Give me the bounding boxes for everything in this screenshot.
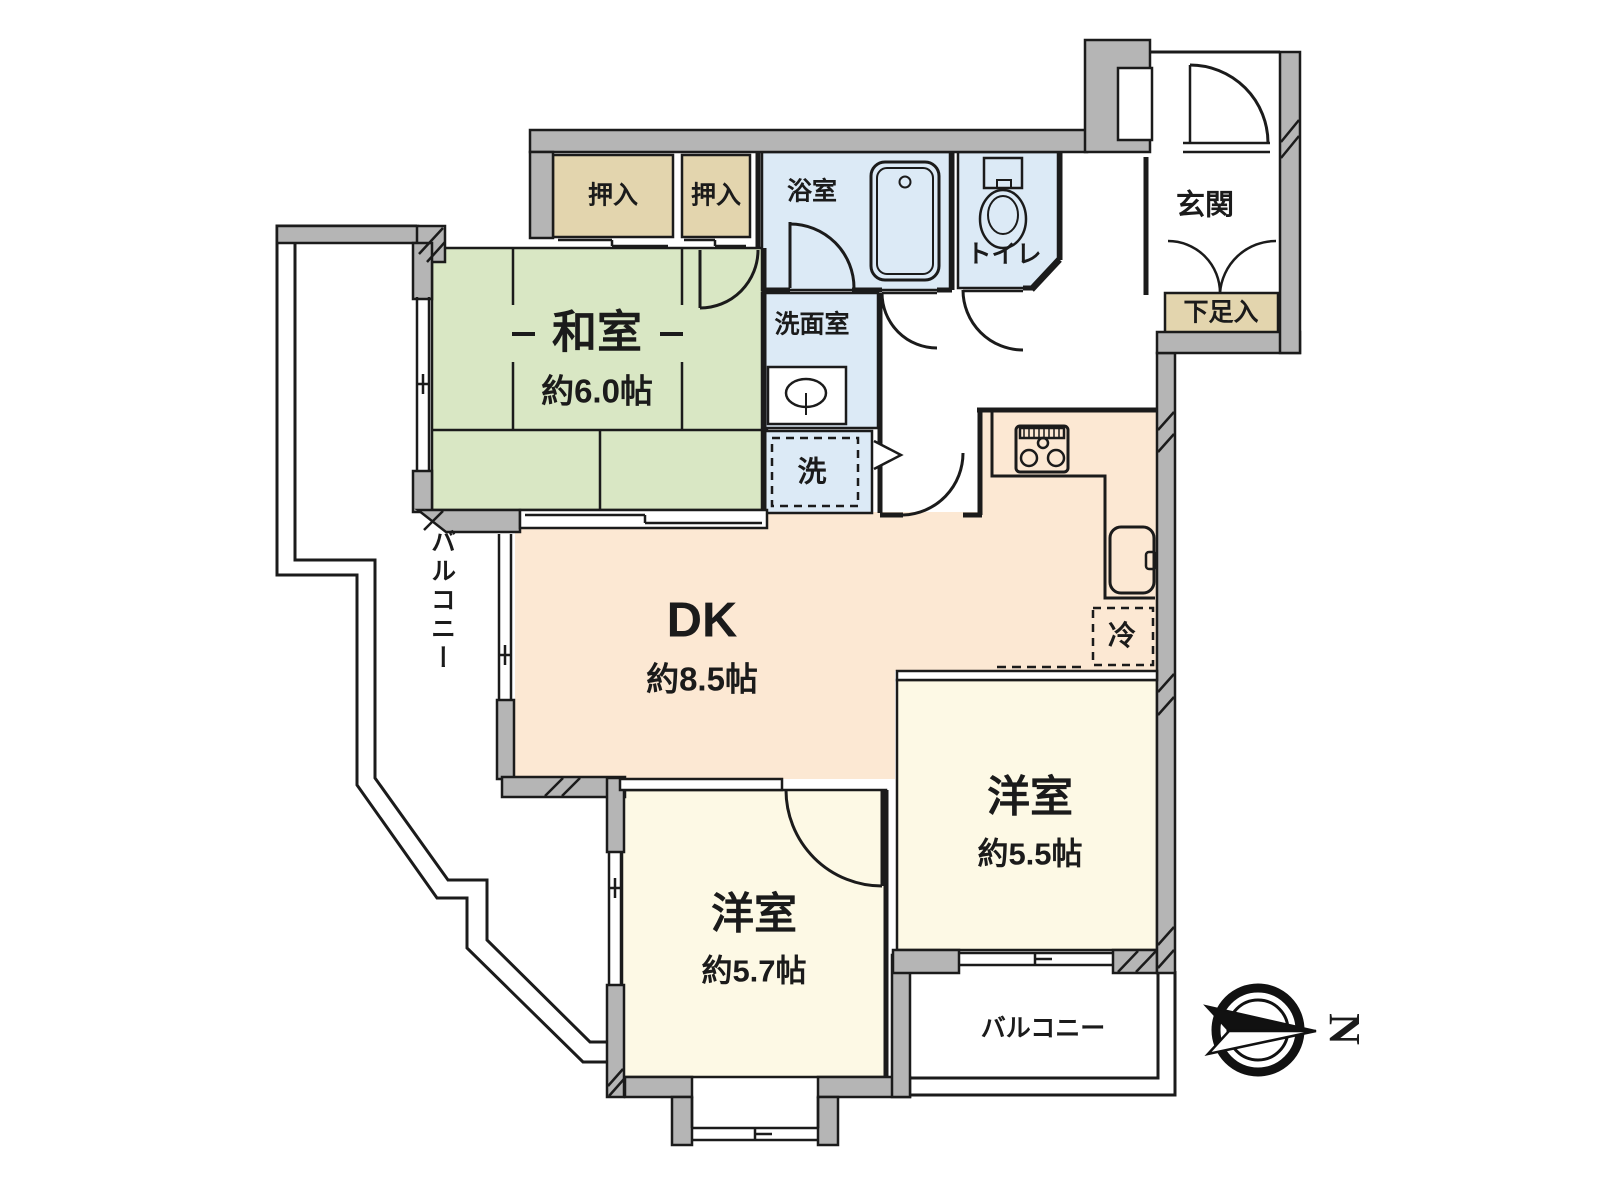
- tatami-lines: [432, 248, 767, 510]
- toilet-label: トイレ: [966, 240, 1042, 269]
- western-room-bottom-size: 約5.7帖: [701, 953, 807, 989]
- interior-walls: [755, 152, 1157, 1077]
- balcony-outlines: [275, 50, 1280, 1097]
- bathroom-label: 浴室: [786, 177, 838, 206]
- north-label: N: [1320, 1013, 1369, 1045]
- shoe-cabinet-label: 下足入: [1183, 298, 1259, 327]
- laundry-label: 洗: [797, 456, 827, 489]
- bathtub-icon: [869, 160, 941, 282]
- laundry-area: [760, 429, 874, 515]
- entrance-label: 玄関: [1175, 189, 1235, 222]
- windows: [415, 141, 1270, 1142]
- closet-2-area: [680, 153, 752, 239]
- fixtures: [766, 156, 1158, 667]
- refrigerator-space: [1091, 606, 1155, 667]
- balcony-bottom-label: バルコニー: [980, 1014, 1106, 1043]
- western-room-right-label: 洋室: [987, 773, 1073, 822]
- washitsu-size-label: 約6.0帖: [541, 372, 653, 410]
- dk-size-label: 約8.5帖: [646, 660, 758, 698]
- closet-2-label: 押入: [690, 181, 742, 210]
- toilet-icon: [978, 156, 1028, 250]
- kitchen-sink-icon: [1108, 525, 1158, 595]
- exterior-walls: [275, 38, 1302, 1147]
- kitchen-counter: [990, 412, 1155, 600]
- western-room-right-area: [895, 678, 1159, 952]
- dk-label: DK: [666, 593, 738, 648]
- shoe-cabinet-area: [1163, 291, 1280, 335]
- sliding-door-symbols: [525, 238, 1083, 669]
- door-swings: [698, 63, 1277, 888]
- refrigerator-label: 冷: [1107, 620, 1137, 651]
- balcony-left-label: バルコニー: [427, 528, 456, 674]
- western-room-right-size: 約5.5帖: [977, 836, 1083, 872]
- closet-1-label: 押入: [587, 181, 639, 210]
- dk-room-area: [515, 412, 1157, 779]
- closet-1-area: [551, 153, 675, 239]
- western-room-bottom-label: 洋室: [711, 890, 797, 939]
- pipe-shaft-box: [1116, 66, 1154, 142]
- compass-icon: [1203, 983, 1317, 1077]
- washitsu-label: 和室: [551, 306, 643, 358]
- sink-icon: [766, 365, 848, 426]
- wall-hatch-marks: [418, 119, 1300, 1097]
- stove-icon: [1014, 424, 1070, 474]
- washroom-label: 洗面室: [774, 310, 850, 339]
- washer-space: [770, 436, 860, 508]
